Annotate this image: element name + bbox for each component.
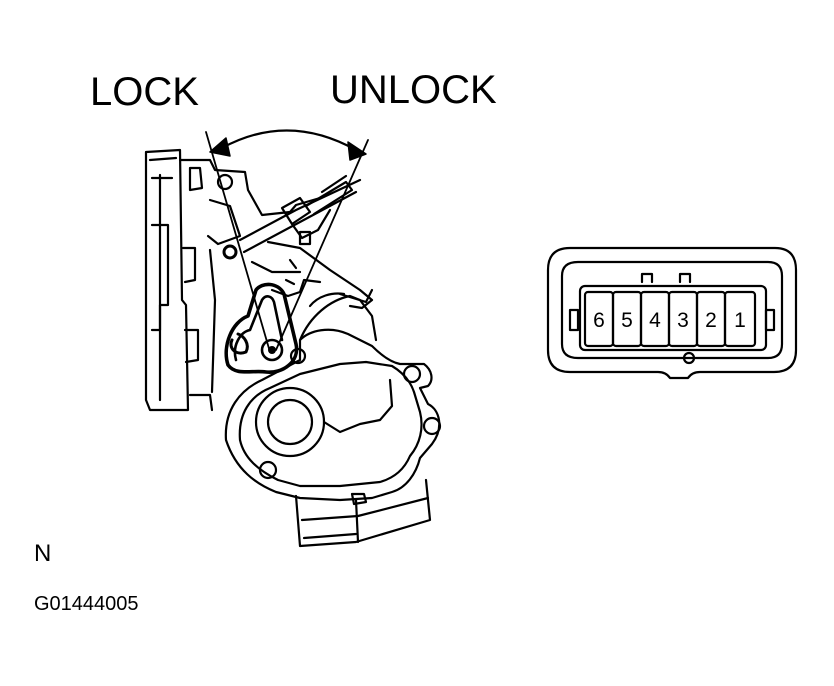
unlock-label: UNLOCK xyxy=(330,68,497,112)
connector-face xyxy=(546,246,798,380)
lock-label: LOCK xyxy=(90,70,199,114)
view-label: N xyxy=(34,540,52,567)
lock-actuator xyxy=(144,129,442,548)
figure-code: G01444005 xyxy=(34,593,139,615)
pin-numbers: 6 5 4 3 2 1 xyxy=(593,309,746,332)
pin-4: 4 xyxy=(649,309,661,332)
pin-3: 3 xyxy=(677,309,689,332)
pin-5: 5 xyxy=(621,309,633,332)
pin-2: 2 xyxy=(705,309,717,332)
pin-6: 6 xyxy=(593,309,605,332)
pin-1: 1 xyxy=(734,309,746,332)
